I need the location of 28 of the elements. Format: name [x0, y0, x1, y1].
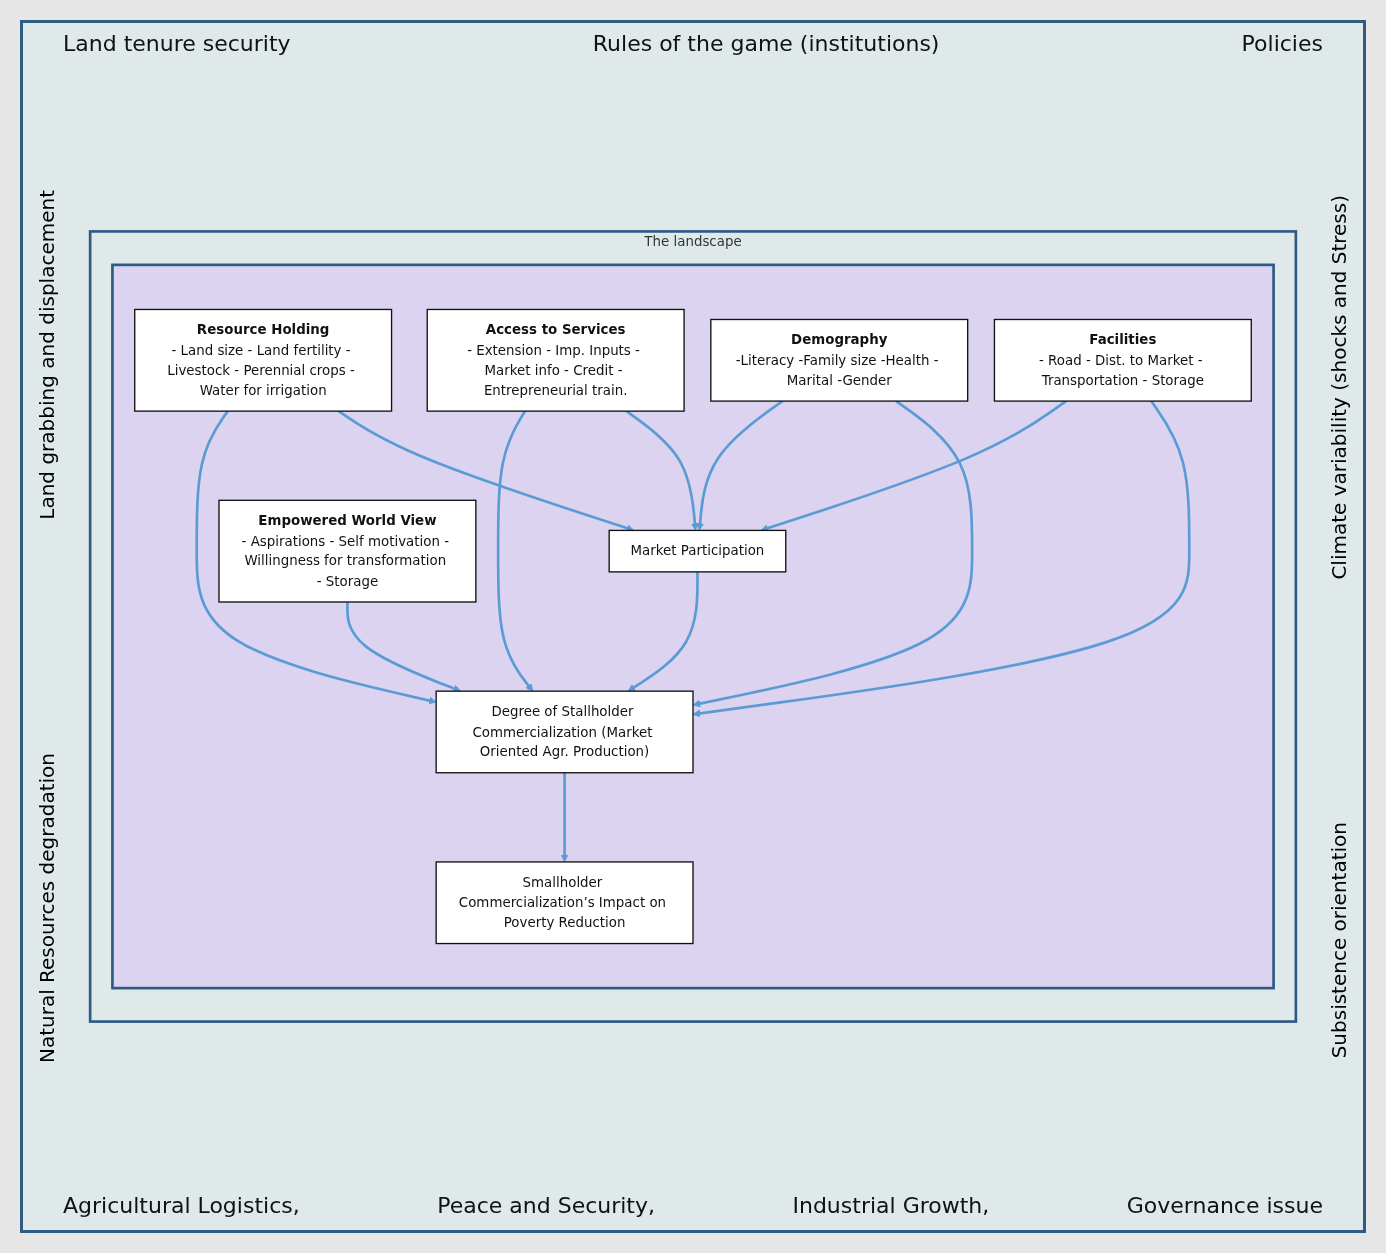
node-box: Access to Services - Extension - Imp. Inputs - Market info - Credit - Entrepreneurial train. [426, 308, 685, 412]
context-label: Subsistence orientation [1327, 822, 1351, 1059]
context-label: Natural Resources degradation [35, 753, 59, 1064]
arrow [195, 410, 437, 705]
context-label: Rules of the game (institutions) [592, 31, 940, 56]
arrow [627, 571, 699, 692]
arrow [560, 772, 569, 863]
node-box: Resource Holding - Land size - Land fertility - Livestock - Perennial crops - Water for irrigation [134, 308, 393, 412]
context-label: Governance issue [1126, 1193, 1323, 1218]
context-label: Land grabbing and displacement [35, 189, 59, 520]
node-box: Empowered World View - Aspirations - Self motivation - Willingness for transformation - Storage [218, 499, 477, 603]
node-box: Degree of Stallholder Commercialization (Market Oriented Agr. Production) [435, 690, 694, 774]
context-label: Land tenure security [63, 31, 291, 56]
arrow [625, 410, 699, 531]
context-label: Policies [1241, 31, 1323, 56]
arrow [346, 602, 462, 693]
arrow [696, 400, 784, 531]
context-label: Industrial Growth, [792, 1193, 990, 1218]
node-box: Demography -Literacy -Family size -Health - Marital -Gender [710, 318, 969, 402]
node-box: Market Participation [608, 529, 787, 573]
context-label: Peace and Security, [437, 1193, 655, 1218]
arrow [760, 400, 1067, 532]
context-label: Agricultural Logistics, [63, 1193, 300, 1218]
context-label: Climate variability (shocks and Stress) [1327, 194, 1351, 580]
arrow [496, 410, 534, 692]
node-box: Smallholder Commercialization’s Impact on Poverty Reduction [435, 861, 694, 945]
node-box: Facilities - Road - Dist. to Market - Transportation - Storage [993, 318, 1252, 402]
arrow [337, 410, 635, 532]
